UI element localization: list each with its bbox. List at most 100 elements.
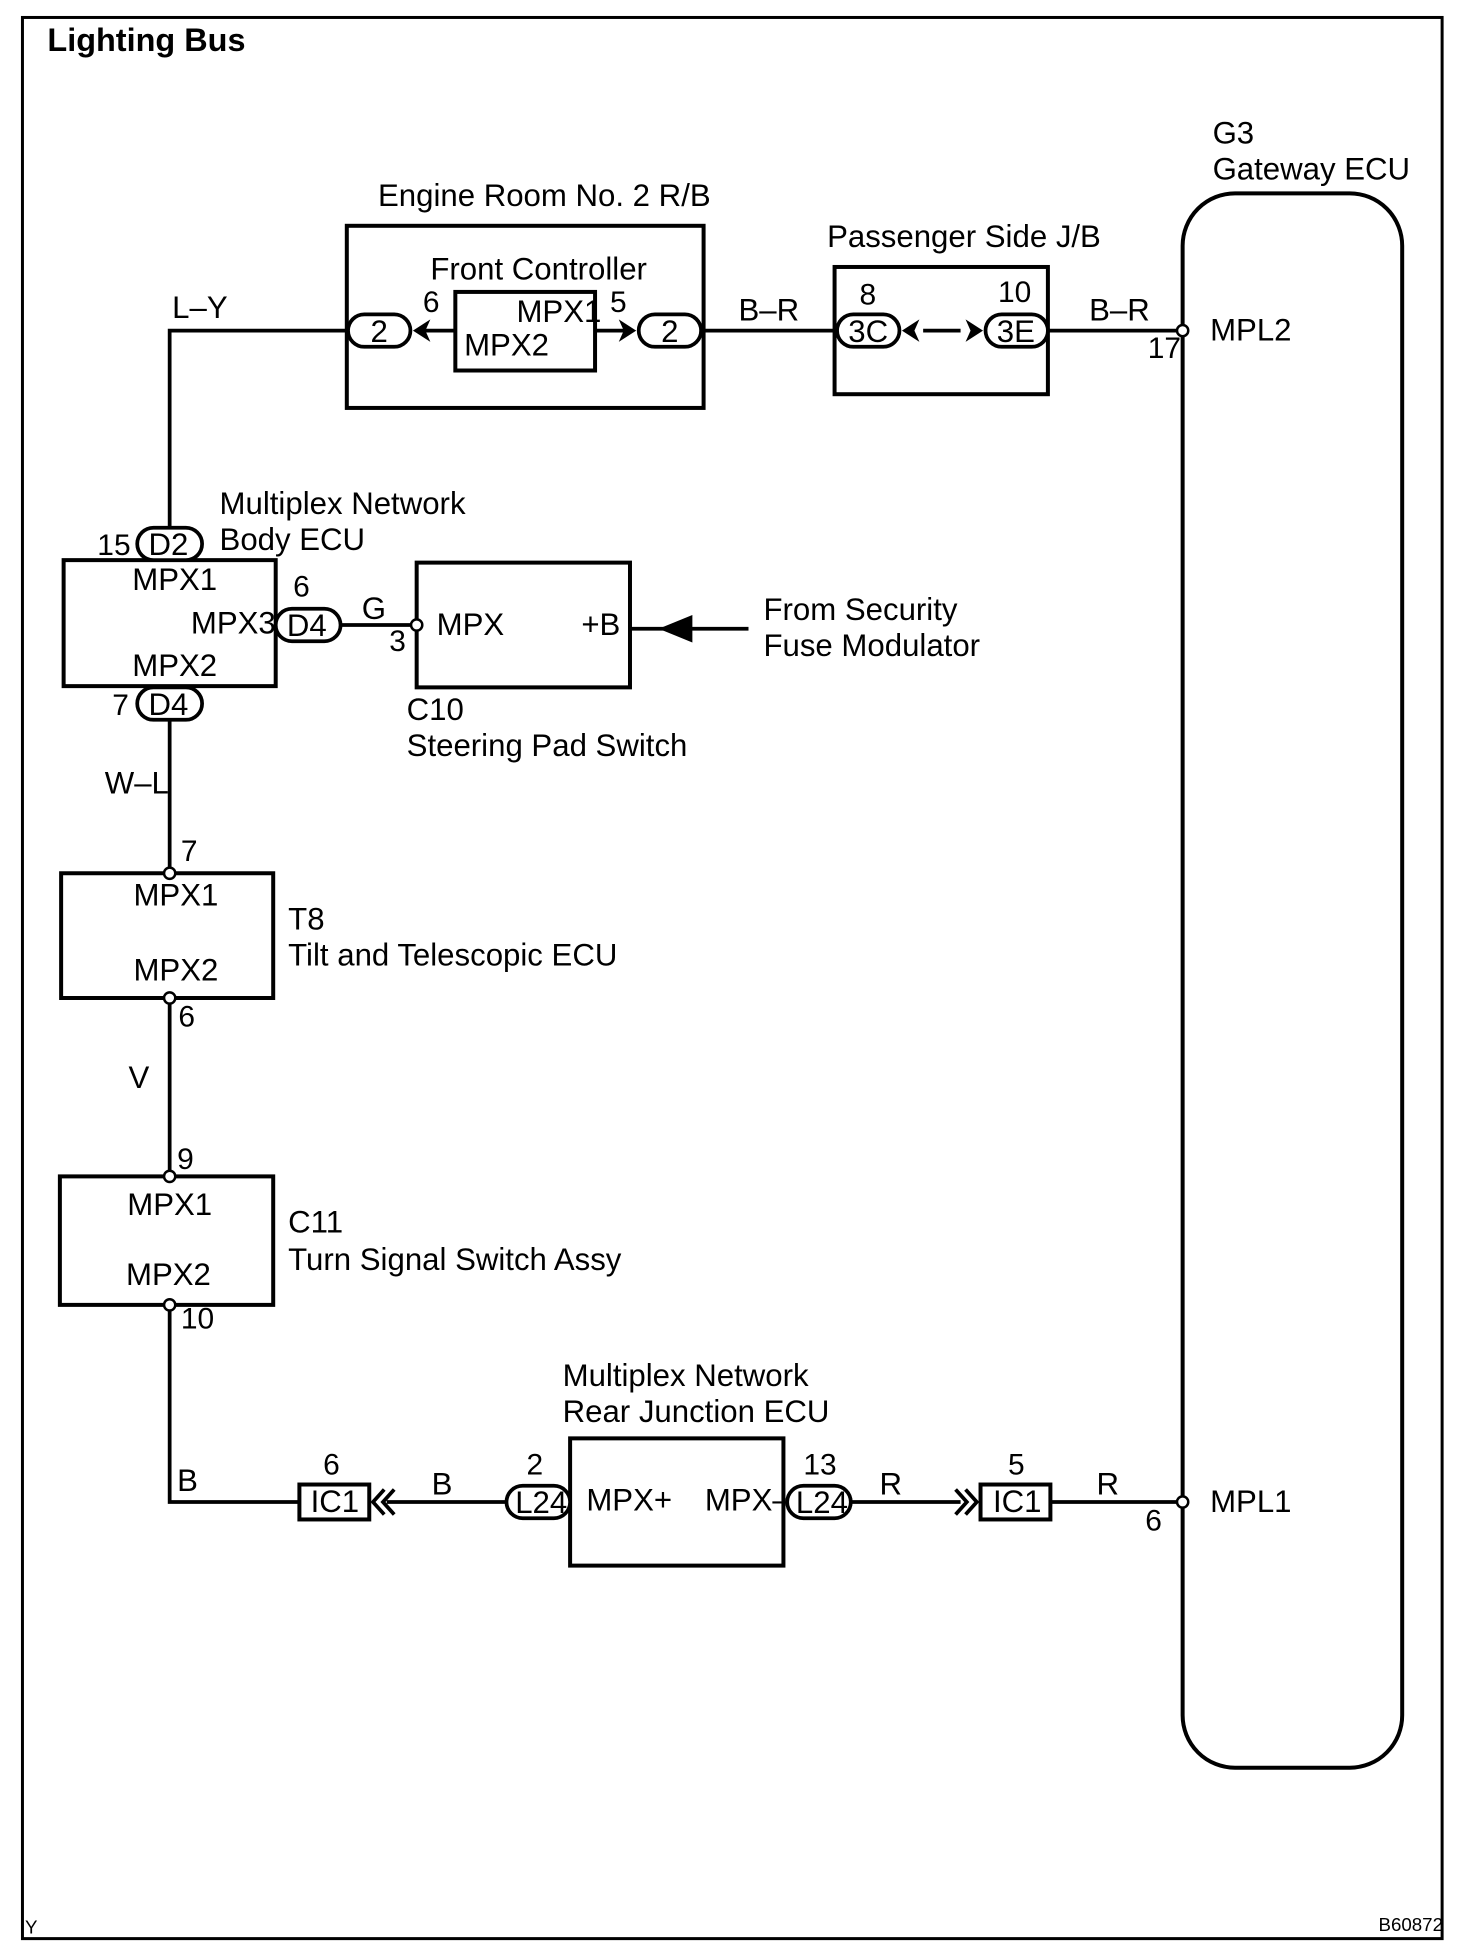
corner-right-label: B60872 bbox=[1378, 1914, 1442, 1935]
rear-ecu-left-pin: 2 bbox=[526, 1449, 543, 1482]
ic1-left-chevron-icon bbox=[370, 1488, 386, 1516]
body-ecu-right-pin: 6 bbox=[293, 570, 310, 603]
rear-ecu-mpx-plus: MPX+ bbox=[586, 1483, 672, 1518]
wire-label-r-left: R bbox=[879, 1467, 902, 1502]
steering-pad-plus-b: +B bbox=[581, 607, 620, 642]
ic1-right-chevron-icon bbox=[954, 1488, 970, 1516]
ic1-right-pin: 5 bbox=[1008, 1449, 1025, 1482]
wire-label-v: V bbox=[128, 1060, 149, 1095]
rear-ecu-name-line1: Multiplex Network bbox=[563, 1358, 809, 1393]
turn-switch-mpx1: MPX1 bbox=[127, 1187, 212, 1222]
engine-room-rb: Engine Room No. 2 R/B Front Controller M… bbox=[344, 178, 711, 410]
tilt-ecu-bottom-pin: 6 bbox=[178, 1001, 195, 1034]
steering-pad-terminal bbox=[409, 618, 424, 632]
body-ecu-bottom-pin: 7 bbox=[112, 689, 129, 722]
front-controller-mpx1: MPX1 bbox=[516, 294, 601, 329]
front-controller-name: Front Controller bbox=[430, 251, 647, 286]
body-ecu-mpx3: MPX3 bbox=[191, 606, 276, 641]
turn-switch-code: C11 bbox=[288, 1205, 343, 1240]
ic1-left-chevron2-icon bbox=[380, 1488, 396, 1516]
body-ecu-box bbox=[61, 558, 278, 689]
engine-room-right-pin: 5 bbox=[610, 286, 627, 319]
engine-room-left-chevron-icon bbox=[412, 319, 431, 342]
turn-switch-top-terminal bbox=[162, 1169, 177, 1184]
body-ecu-name-line1: Multiplex Network bbox=[220, 486, 466, 521]
corner-left-label: Y bbox=[25, 1917, 38, 1938]
engine-room-right-conn-label: 2 bbox=[661, 314, 678, 349]
tilt-ecu-top-terminal bbox=[162, 866, 177, 881]
from-security-line2: Fuse Modulator bbox=[763, 628, 980, 663]
steering-pad-pin: 3 bbox=[389, 625, 406, 658]
body-ecu-name-line2: Body ECU bbox=[220, 522, 366, 557]
steering-pad-mpx: MPX bbox=[437, 607, 505, 642]
passenger-jb-left-chevron-icon bbox=[901, 319, 920, 342]
body-ecu-top-pin: 15 bbox=[97, 529, 130, 562]
body-ecu-right-connector bbox=[273, 606, 343, 644]
passenger-jb-right-connector bbox=[983, 312, 1050, 349]
gateway-mpl2-label: MPL2 bbox=[1210, 313, 1291, 348]
gateway-ecu-code: G3 bbox=[1213, 115, 1255, 150]
steering-pad-box bbox=[414, 560, 632, 690]
wire-label-b-mid: B bbox=[432, 1467, 453, 1502]
wires bbox=[167, 328, 1183, 1504]
steering-pad-code: C10 bbox=[407, 692, 464, 727]
tilt-ecu-mpx1: MPX1 bbox=[133, 878, 218, 913]
tilt-ecu-mpx2: MPX2 bbox=[133, 953, 218, 988]
tilt-ecu-top-pin: 7 bbox=[181, 835, 198, 868]
front-controller-mpx2: MPX2 bbox=[464, 328, 549, 363]
gateway-mpl1-pin: 6 bbox=[1145, 1505, 1162, 1538]
passenger-jb-right-pin: 10 bbox=[998, 276, 1031, 309]
engine-room-left-conn-label: 2 bbox=[371, 314, 388, 349]
turn-switch-name: Turn Signal Switch Assy bbox=[288, 1242, 622, 1277]
gateway-ecu-name: Gateway ECU bbox=[1213, 152, 1411, 187]
rear-ecu-name-line2: Rear Junction ECU bbox=[563, 1394, 830, 1429]
rear-ecu-left-conn-label: L24 bbox=[515, 1485, 567, 1520]
body-ecu-top-connector bbox=[135, 525, 204, 562]
body-ecu-bottom-conn-label: D4 bbox=[148, 687, 188, 722]
ic1-left-pin: 6 bbox=[323, 1449, 340, 1482]
engine-room-right-connector bbox=[636, 312, 703, 349]
from-security-arrow-icon bbox=[658, 615, 693, 643]
body-ecu-mpx2: MPX2 bbox=[132, 648, 217, 683]
engine-room-left-pin: 6 bbox=[423, 286, 440, 319]
rear-ecu-right-connector bbox=[785, 1483, 853, 1521]
ic1-right-label: IC1 bbox=[993, 1484, 1042, 1519]
wire-label-r-right: R bbox=[1097, 1467, 1120, 1502]
diagram-title: Lighting Bus bbox=[47, 22, 245, 58]
turn-switch-top-pin: 9 bbox=[177, 1143, 194, 1176]
gateway-ecu-box bbox=[1180, 191, 1405, 1770]
wire-label-wl: W–L bbox=[105, 765, 169, 800]
gateway-mpl1-terminal bbox=[1175, 1495, 1190, 1509]
engine-room-left-connector bbox=[346, 312, 413, 349]
gateway-mpl2-terminal bbox=[1175, 323, 1190, 338]
body-ecu-right-conn-label: D4 bbox=[287, 608, 327, 643]
rear-ecu-mpx-minus: MPX– bbox=[705, 1483, 791, 1518]
gateway-mpl1-label: MPL1 bbox=[1210, 1484, 1291, 1519]
wire-label-br-left: B–R bbox=[739, 293, 800, 328]
rear-ecu-right-pin: 13 bbox=[803, 1449, 836, 1482]
rear-ecu-left-connector bbox=[504, 1483, 572, 1521]
tilt-ecu-box bbox=[59, 871, 276, 1000]
passenger-jb-left-pin: 8 bbox=[860, 278, 877, 311]
turn-signal-switch: MPX1 MPX2 9 10 C11 Turn Signal Switch As… bbox=[57, 1143, 622, 1336]
gateway-mpl2-pin: 17 bbox=[1148, 332, 1181, 365]
wire-label-br-right: B–R bbox=[1089, 293, 1150, 328]
gateway-ecu: G3 Gateway ECU MPL2 17 MPL1 6 bbox=[1145, 115, 1411, 1770]
ic1-left-label: IC1 bbox=[311, 1484, 360, 1519]
ic1-left-box bbox=[297, 1482, 372, 1522]
wire-b-left bbox=[167, 1304, 300, 1504]
passenger-jb-name: Passenger Side J/B bbox=[827, 219, 1101, 254]
wire-label-b-left: B bbox=[177, 1463, 198, 1498]
tilt-ecu-code: T8 bbox=[288, 901, 324, 936]
turn-switch-bottom-pin: 10 bbox=[181, 1303, 214, 1336]
wire-label-ly: L–Y bbox=[172, 290, 228, 325]
passenger-jb-right-conn-label: 3E bbox=[997, 314, 1035, 349]
passenger-jb-left-connector bbox=[835, 312, 902, 349]
ic1-right-connector: IC1 5 bbox=[954, 1449, 1053, 1522]
tilt-ecu-name: Tilt and Telescopic ECU bbox=[288, 938, 617, 973]
tilt-ecu-bottom-terminal bbox=[162, 991, 177, 1005]
steering-pad-switch: MPX +B 3 C10 Steering Pad Switch From Se… bbox=[389, 560, 980, 763]
wire-label-g: G bbox=[362, 591, 386, 626]
engine-room-name: Engine Room No. 2 R/B bbox=[378, 178, 711, 213]
